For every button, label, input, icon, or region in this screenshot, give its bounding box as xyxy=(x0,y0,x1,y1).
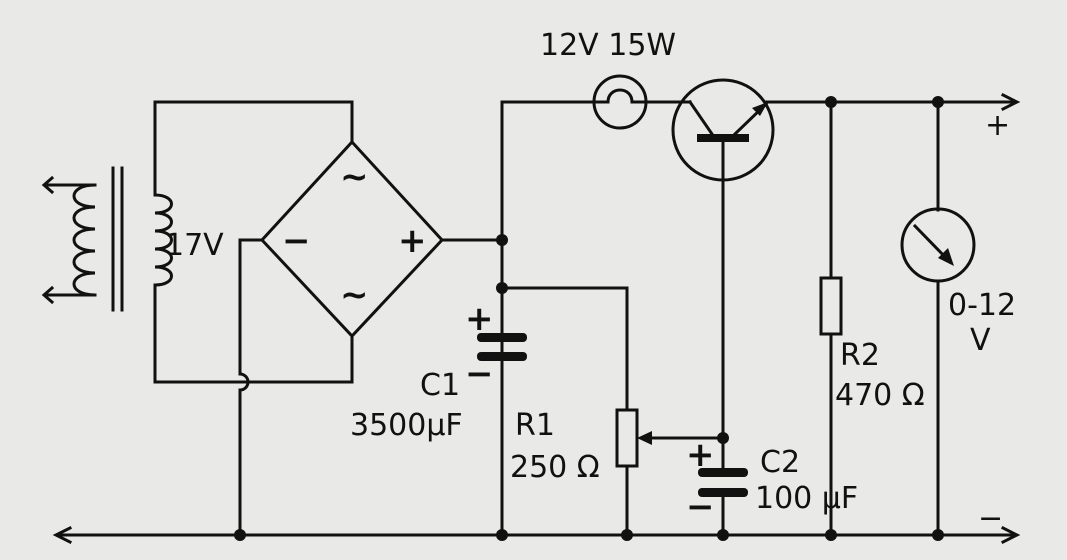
junction-ground-c2 xyxy=(717,529,729,541)
c1-plate-bottom xyxy=(477,352,527,361)
c2-value-label: 100 μF xyxy=(755,481,858,516)
voltmeter-needle-arrow xyxy=(938,248,954,266)
transistor-emitter-arrow xyxy=(752,102,768,116)
positive-output-arrow xyxy=(1000,92,1021,112)
transformer-voltage-label: 17V xyxy=(165,228,224,263)
c2-plus-label: + xyxy=(686,435,715,475)
c2-minus-label: − xyxy=(686,487,715,527)
junction-ground-r1 xyxy=(621,529,633,541)
lamp-rating-label: 12V 15W xyxy=(540,28,676,63)
r2-name-label: R2 xyxy=(840,338,880,373)
transformer: 17V xyxy=(41,166,224,312)
r1-value-label: 250 Ω xyxy=(510,450,600,485)
r2-body xyxy=(819,276,843,336)
bridge-plus-label: + xyxy=(398,221,427,261)
negative-output-label: − xyxy=(978,501,1003,536)
c2-name-label: C2 xyxy=(760,445,800,480)
r1-name-label: R1 xyxy=(515,408,555,443)
c1-plus-label: + xyxy=(465,299,494,339)
junction-ground-r2 xyxy=(825,529,837,541)
negative-output-arrow xyxy=(1000,525,1021,545)
potentiometer-r1: R1 250 Ω xyxy=(510,408,652,485)
meter-unit-label: V xyxy=(970,323,991,358)
junction-ground-c1 xyxy=(496,529,508,541)
resistor-r2: R2 470 Ω xyxy=(819,276,925,413)
capacitor-c1: + − C1 3500μF xyxy=(350,299,527,443)
c1-name-label: C1 xyxy=(420,368,460,403)
wire-sec-top xyxy=(153,100,354,197)
c1-plate-top xyxy=(477,333,527,342)
wire-bridge-minus xyxy=(238,238,264,537)
r2-value-label: 470 Ω xyxy=(835,378,925,413)
negative-rail-left-arrow xyxy=(52,525,73,545)
c2-plate-top xyxy=(698,468,748,477)
lamp-filament xyxy=(592,88,648,104)
voltmeter: 0-12 V xyxy=(900,207,1016,358)
wire-sec-bottom xyxy=(153,283,354,384)
r1-wiper-arrow xyxy=(637,431,652,445)
meter-range-label: 0-12 xyxy=(948,288,1016,323)
primary-lead-arrows xyxy=(41,175,62,305)
bridge-ac-top-symbol: ~ xyxy=(340,157,369,197)
bridge-diamond xyxy=(259,139,445,339)
bridge-minus-label: − xyxy=(282,221,311,261)
c2-plate-bottom xyxy=(698,488,748,497)
r1-body xyxy=(615,408,639,468)
lamp: 12V 15W xyxy=(540,28,676,130)
c1-minus-label: − xyxy=(465,354,494,394)
transistor-base-bar xyxy=(697,134,749,142)
junction-ground-bridge xyxy=(234,529,246,541)
positive-output-label: + xyxy=(985,108,1010,143)
junction-ground-meter xyxy=(932,529,944,541)
voltmeter-body xyxy=(900,207,976,283)
bridge-ac-bottom-symbol: ~ xyxy=(340,275,369,315)
transistor-collector xyxy=(687,99,715,137)
transformer-secondary-coil xyxy=(153,193,173,287)
bridge-rectifier: ~ ~ − + xyxy=(259,139,445,339)
capacitor-c2: + − C2 100 μF xyxy=(686,435,858,527)
c1-value-label: 3500μF xyxy=(350,408,463,443)
wire-r1-feed xyxy=(500,286,629,412)
transformer-primary-coil xyxy=(58,183,97,297)
